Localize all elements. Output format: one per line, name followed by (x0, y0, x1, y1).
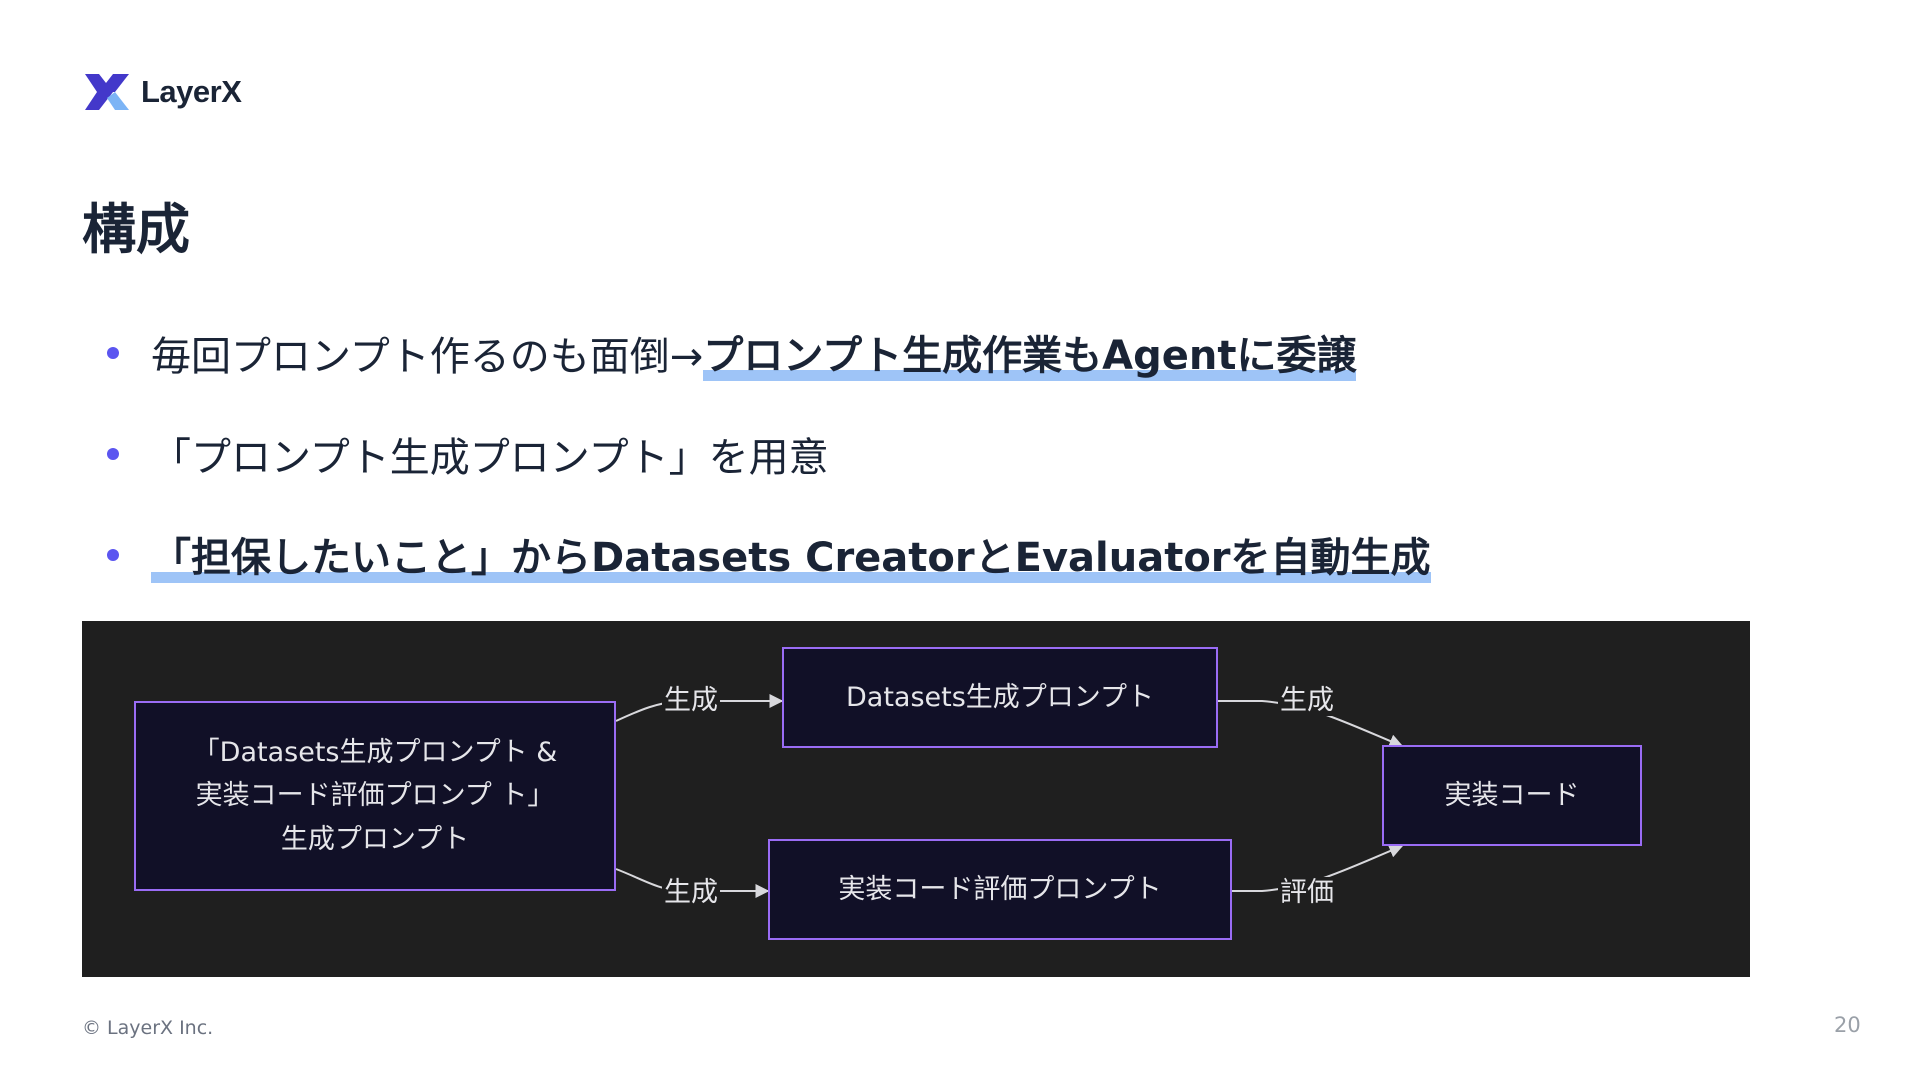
bullet-dot (107, 549, 119, 561)
node-datasets-label: Datasets生成プロンプト (846, 681, 1154, 713)
bullet-highlight: プロンプト生成作業もAgentに委譲 (703, 323, 1357, 383)
bullet-item: 「プロンプト生成プロンプト」を用意 (100, 419, 1431, 489)
layerx-logo-icon (85, 74, 129, 110)
bullet-highlight: 「担保したいこと」からDatasets CreatorとEvaluatorを自動… (151, 525, 1431, 585)
bullet-dot (107, 448, 119, 460)
copyright: © LayerX Inc. (82, 1017, 214, 1039)
bullet-text: 毎回プロンプト作るのも面倒→ (151, 334, 704, 380)
layerx-logo: LayerX (85, 72, 242, 112)
bullet-text: 「プロンプト生成プロンプト」を用意 (151, 435, 829, 481)
node-source-label: 「Datasets生成プロンプト &実装コード評価プロンプ ト」生成プロンプト (192, 737, 558, 855)
node-source-prompt: 「Datasets生成プロンプト &実装コード評価プロンプ ト」生成プロンプト (134, 701, 616, 891)
page-number: 20 (1834, 1013, 1861, 1037)
bullet-dot (107, 347, 119, 359)
node-eval-label: 実装コード評価プロンプト (838, 873, 1162, 905)
edge-label-generate: 生成 (1278, 685, 1336, 716)
flow-diagram: 「Datasets生成プロンプト &実装コード評価プロンプ ト」生成プロンプト … (82, 621, 1750, 977)
slide-title: 構成 (82, 198, 190, 261)
bullet-list: 毎回プロンプト作るのも面倒→プロンプト生成作業もAgentに委譲 「プロンプト生… (100, 318, 1431, 621)
node-impl-code: 実装コード (1382, 745, 1642, 846)
node-datasets-prompt: Datasets生成プロンプト (782, 647, 1218, 748)
node-eval-prompt: 実装コード評価プロンプト (768, 839, 1232, 940)
edge-label-generate: 生成 (662, 685, 720, 716)
node-impl-label: 実装コード (1444, 779, 1580, 811)
logo-text: LayerX (141, 74, 242, 109)
edge-label-generate: 生成 (662, 877, 720, 908)
bullet-item: 「担保したいこと」からDatasets CreatorとEvaluatorを自動… (100, 520, 1431, 590)
bullet-item: 毎回プロンプト作るのも面倒→プロンプト生成作業もAgentに委譲 (100, 318, 1431, 388)
edge-label-evaluate: 評価 (1278, 877, 1336, 908)
